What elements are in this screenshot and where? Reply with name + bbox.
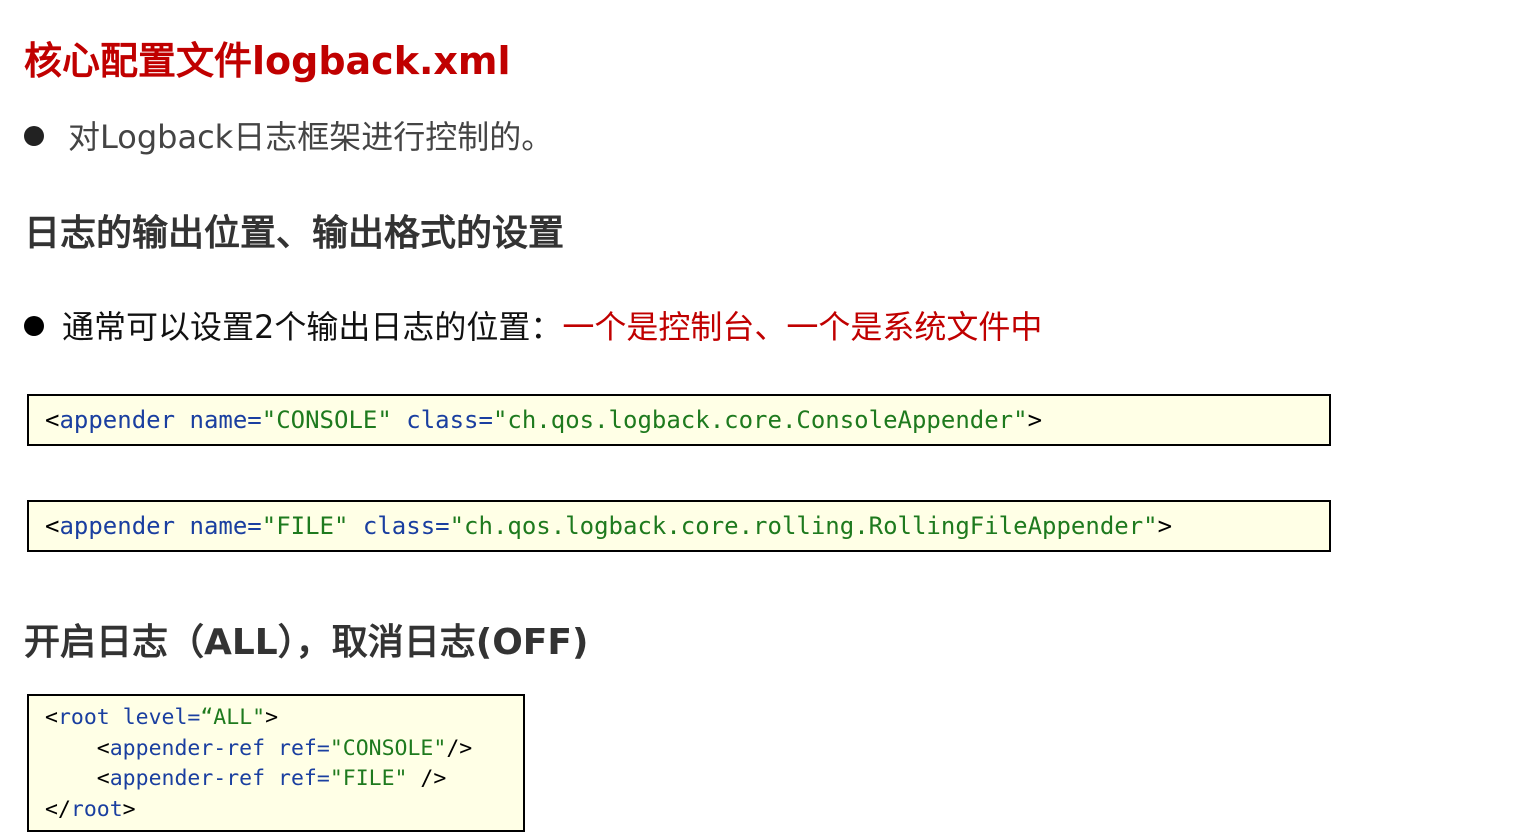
code-punctuation: < — [96, 735, 110, 761]
code-tag: appender — [59, 512, 176, 540]
page-title: 核心配置文件logback.xml — [24, 39, 511, 83]
code-attr: class= — [406, 406, 493, 434]
code-block-file-appender: <appender name="FILE" class="ch.qos.logb… — [27, 500, 1331, 552]
code-tag: appender-ref — [109, 735, 266, 761]
section-heading-output: 日志的输出位置、输出格式的设置 — [24, 213, 565, 254]
code-line: <appender-ref ref="FILE" /> — [45, 764, 523, 795]
bullet-highlight: 一个是控制台、一个是系统文件中 — [562, 308, 1043, 346]
code-string: "ch.qos.logback.core.rolling.RollingFile… — [449, 512, 1158, 540]
code-punctuation: /> — [446, 735, 473, 761]
code-attr: name= — [189, 512, 262, 540]
code-punctuation: < — [45, 406, 60, 434]
code-attr: ref= — [278, 735, 330, 761]
code-tag: root — [70, 796, 123, 822]
code-attr: class= — [362, 512, 450, 540]
code-block-root-config: <root level=“ALL"> <appender-ref ref="CO… — [27, 694, 525, 832]
code-punctuation: < — [96, 766, 110, 791]
code-string: "ch.qos.logback.core.ConsoleAppender" — [492, 406, 1028, 434]
code-string: "CONSOLE" — [261, 406, 392, 434]
bullet-icon — [24, 126, 44, 146]
code-string: "CONSOLE" — [329, 735, 447, 761]
code-tag: appender — [59, 406, 176, 434]
bullet-item-output-locations: 通常可以设置2个输出日志的位置：一个是控制台、一个是系统文件中 — [24, 307, 1042, 347]
bullet-item-logback-purpose: 对Logback日志框架进行控制的。 — [24, 117, 553, 157]
code-line: </root> — [45, 795, 523, 826]
code-string: "FILE" — [261, 512, 349, 540]
code-tag: appender-ref — [109, 766, 266, 791]
code-tag: root — [57, 705, 110, 730]
code-punctuation: > — [265, 705, 279, 730]
code-attr: name= — [189, 406, 262, 434]
code-attr: ref= — [278, 766, 330, 791]
code-string: "FILE" — [329, 766, 408, 791]
code-punctuation: > — [1027, 406, 1043, 434]
code-punctuation: < — [45, 512, 60, 540]
code-indent — [45, 736, 97, 761]
code-punctuation: </ — [45, 796, 71, 822]
bullet-icon — [24, 316, 44, 336]
code-attr: level= — [122, 705, 201, 730]
code-indent — [45, 766, 97, 791]
code-punctuation: > — [1157, 512, 1173, 540]
code-punctuation: > — [122, 796, 136, 822]
code-line: <root level=“ALL"> — [45, 703, 523, 734]
code-punctuation: < — [45, 705, 58, 730]
bullet-text: 对Logback日志框架进行控制的。 — [68, 118, 554, 156]
code-line: <appender-ref ref="CONSOLE"/> — [45, 734, 523, 765]
section-heading-log-level: 开启日志（ALL），取消日志(OFF) — [24, 622, 589, 663]
bullet-text: 通常可以设置2个输出日志的位置： — [62, 308, 563, 346]
code-punctuation: /> — [407, 766, 447, 791]
code-block-console-appender: <appender name="CONSOLE" class="ch.qos.l… — [27, 394, 1331, 446]
code-string: “ALL" — [200, 705, 266, 730]
